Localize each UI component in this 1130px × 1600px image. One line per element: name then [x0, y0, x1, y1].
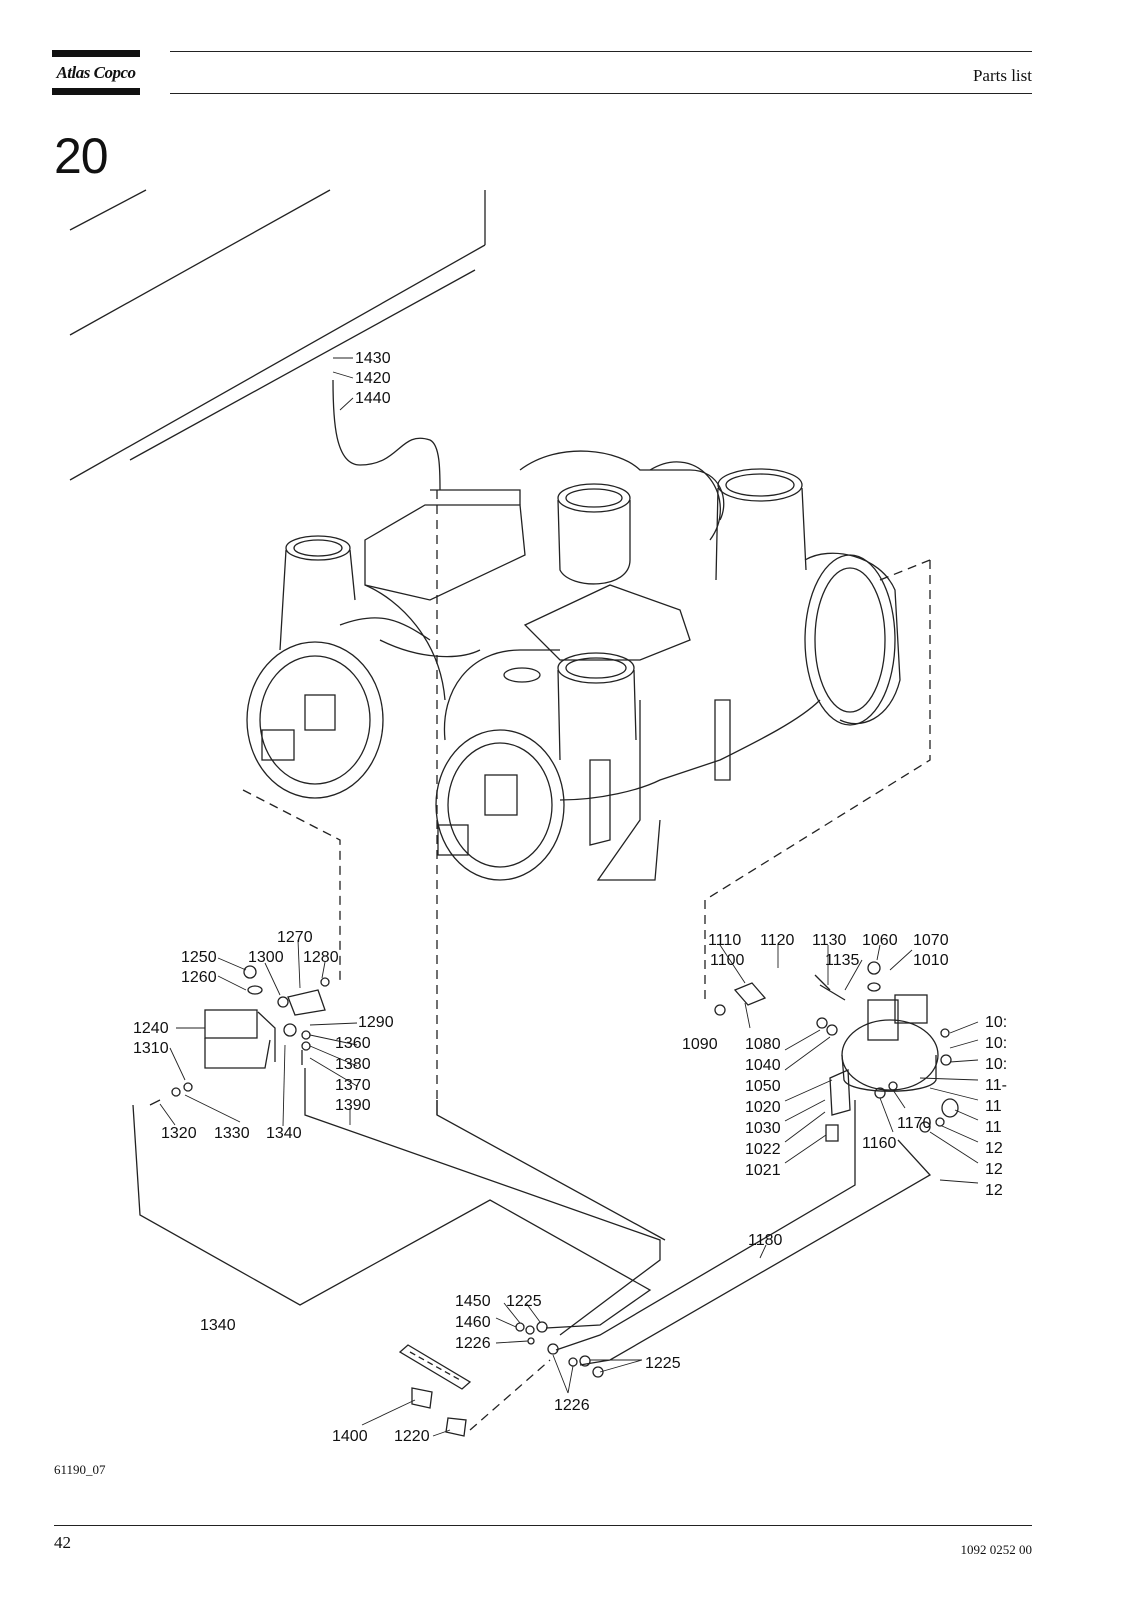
phantom-lines	[242, 490, 931, 1100]
callout-1225-lower: 1225	[645, 1355, 681, 1372]
callout-1022: 1022	[745, 1141, 781, 1158]
callout-cut-3: 10:	[985, 1056, 1007, 1073]
callout-1260: 1260	[181, 969, 217, 986]
callout-cut-2: 10:	[985, 1035, 1007, 1052]
header-top-rule	[170, 51, 1032, 52]
callout-1070: 1070	[913, 932, 949, 949]
manifold-1400	[398, 1344, 551, 1437]
callout-1135: 1135	[825, 952, 860, 969]
callout-1420: 1420	[355, 370, 391, 387]
callout-1160: 1160	[862, 1135, 897, 1152]
callout-1170: 1170	[897, 1115, 932, 1132]
callout-1280: 1280	[303, 949, 339, 966]
callout-1100: 1100	[710, 952, 745, 969]
callout-1390: 1390	[335, 1097, 371, 1114]
callout-leaders	[159, 357, 979, 1437]
callout-1300: 1300	[248, 949, 284, 966]
logo-wordmark: Atlas Copco	[56, 63, 136, 82]
callout-cut-8: 12	[985, 1161, 1003, 1178]
callout-1290: 1290	[358, 1014, 394, 1031]
callout-1226-upper: 1226	[455, 1335, 491, 1352]
callout-cut-4: 11-	[985, 1077, 1007, 1094]
section-number: 20	[54, 128, 109, 184]
separator-assembly-1010	[714, 961, 959, 1142]
callout-1120: 1120	[760, 932, 795, 949]
logo-bar-bottom	[52, 88, 140, 95]
atlas-copco-logo: Atlas Copco	[52, 50, 140, 95]
callout-1020: 1020	[745, 1099, 781, 1116]
callout-1310: 1310	[133, 1040, 169, 1057]
logo-bar-top	[52, 50, 140, 57]
callout-1360: 1360	[335, 1035, 371, 1052]
document-number: 1092 0252 00	[960, 1542, 1033, 1557]
callout-1226-lower: 1226	[554, 1397, 590, 1414]
callout-1225-upper: 1225	[506, 1293, 542, 1310]
header-bottom-rule	[170, 93, 1032, 94]
callout-1460: 1460	[455, 1314, 491, 1331]
callout-1090: 1090	[682, 1036, 718, 1053]
callout-1240: 1240	[133, 1020, 169, 1037]
callout-1030: 1030	[745, 1120, 781, 1137]
callout-labels: 1430 1420 1440 1270 1250 1300 1280 1260 …	[133, 350, 1007, 1445]
fittings-1225-1226	[515, 1321, 604, 1378]
callout-1380: 1380	[335, 1056, 371, 1073]
valve-assembly-1240	[149, 965, 330, 1106]
callout-cut-1: 10:	[985, 1014, 1007, 1031]
callout-1320: 1320	[161, 1125, 197, 1142]
figure-code: 61190_07	[54, 1462, 106, 1477]
pipe-routing	[132, 1068, 932, 1366]
callout-1270: 1270	[277, 929, 313, 946]
callout-1220: 1220	[394, 1428, 430, 1445]
callout-1400: 1400	[332, 1428, 368, 1445]
footer-rule	[54, 1525, 1032, 1526]
callout-1340-upper: 1340	[266, 1125, 302, 1142]
section-title: Parts list	[972, 66, 1032, 85]
page-number: 42	[54, 1533, 71, 1552]
callout-1330: 1330	[214, 1125, 250, 1142]
callout-1040: 1040	[745, 1057, 781, 1074]
callout-cut-9: 12	[985, 1182, 1003, 1199]
callout-1250: 1250	[181, 949, 217, 966]
callout-1050: 1050	[745, 1078, 781, 1095]
callout-1180: 1180	[748, 1232, 783, 1249]
drawing-linework	[69, 189, 979, 1437]
callout-cut-6: 11	[985, 1119, 1002, 1136]
callout-1110: 1110	[708, 932, 741, 949]
callout-1130: 1130	[812, 932, 847, 949]
callout-1340-lower: 1340	[200, 1317, 236, 1334]
callout-cut-5: 11	[985, 1098, 1002, 1115]
callout-cut-7: 12	[985, 1140, 1003, 1157]
callout-1010: 1010	[913, 952, 949, 969]
callout-1430: 1430	[355, 350, 391, 367]
callout-1450: 1450	[455, 1293, 491, 1310]
callout-1370: 1370	[335, 1077, 371, 1094]
compressor-element-block	[246, 450, 901, 881]
callout-1060: 1060	[862, 932, 898, 949]
callout-1440: 1440	[355, 390, 391, 407]
callout-1080: 1080	[745, 1036, 781, 1053]
callout-1021: 1021	[745, 1162, 781, 1179]
